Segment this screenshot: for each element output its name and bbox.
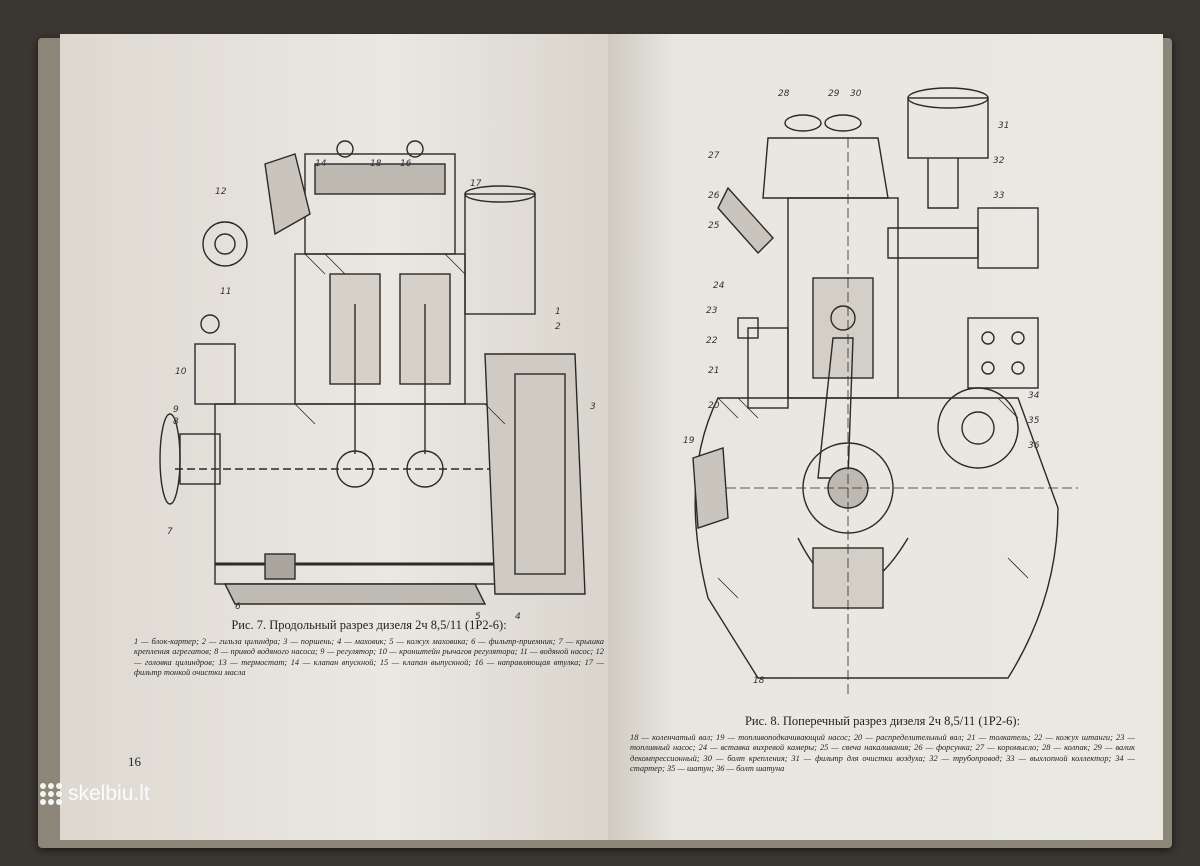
figure-7-legend: 1 — блок-картер; 2 — гильза цилиндра; 3 …: [134, 637, 604, 677]
watermark-logo-icon: [40, 783, 62, 805]
svg-text:24: 24: [713, 281, 725, 291]
svg-text:16: 16: [400, 159, 412, 169]
figure-8-title: Рис. 8. Поперечный разрез дизеля 2ч 8,5/…: [744, 714, 1021, 728]
svg-text:19: 19: [683, 436, 695, 446]
svg-text:21: 21: [708, 366, 719, 376]
page-number: 16: [128, 754, 141, 769]
svg-text:28: 28: [778, 89, 790, 99]
watermark: skelbiu.lt: [40, 782, 150, 806]
figure-8-labels: 28 29 30 31 27 32 26 33 25 24 23 22 21 2…: [683, 89, 1040, 686]
svg-text:29: 29: [828, 89, 840, 99]
svg-text:18: 18: [370, 159, 382, 169]
longitudinal-section-drawing: 12 14 18 16 17 11 1 2 10 9 8 3 7 6 5 4: [159, 140, 596, 622]
svg-text:34: 34: [1028, 391, 1040, 401]
svg-text:1: 1: [555, 307, 561, 317]
svg-text:12: 12: [215, 187, 227, 197]
figure-8-legend: 18 — коленчатый вал; 19 — топливоподкачи…: [630, 733, 1135, 773]
svg-text:35: 35: [1028, 416, 1040, 426]
figure-7-title: Рис. 7. Продольный разрез дизеля 2ч 8,5/…: [231, 618, 507, 632]
svg-text:30: 30: [850, 89, 862, 99]
svg-text:23: 23: [706, 306, 718, 316]
svg-text:18: 18: [753, 676, 765, 686]
figure-7-labels: 12 14 18 16 17 11 1 2 10 9 8 3 7 6 5 4: [167, 159, 596, 622]
figure-8-caption: Рис. 8. Поперечный разрез дизеля 2ч 8,5/…: [630, 714, 1135, 774]
svg-text:26: 26: [708, 191, 720, 201]
svg-text:27: 27: [708, 151, 720, 161]
svg-text:9: 9: [173, 405, 179, 415]
svg-text:36: 36: [1028, 441, 1040, 451]
svg-text:17: 17: [470, 179, 482, 189]
svg-text:25: 25: [708, 221, 720, 231]
svg-text:31: 31: [998, 121, 1009, 131]
watermark-text: skelbiu.lt: [68, 782, 150, 805]
svg-text:14: 14: [315, 159, 327, 169]
cross-section-drawing: 28 29 30 31 27 32 26 33 25 24 23 22 21 2…: [683, 87, 1078, 698]
svg-text:10: 10: [175, 367, 187, 377]
svg-text:5: 5: [475, 612, 481, 622]
svg-text:11: 11: [220, 287, 231, 297]
svg-text:22: 22: [706, 336, 718, 346]
svg-text:8: 8: [173, 417, 179, 427]
svg-text:7: 7: [167, 527, 173, 537]
svg-text:33: 33: [993, 191, 1005, 201]
svg-text:32: 32: [993, 156, 1005, 166]
svg-text:6: 6: [235, 602, 241, 612]
svg-text:4: 4: [515, 612, 521, 622]
figure-7-caption: Рис. 7. Продольный разрез дизеля 2ч 8,5/…: [134, 618, 604, 678]
svg-text:20: 20: [708, 401, 720, 411]
svg-text:3: 3: [590, 402, 596, 412]
right-page: 28 29 30 31 27 32 26 33 25 24 23 22 21 2…: [608, 34, 1163, 840]
left-page: 12 14 18 16 17 11 1 2 10 9 8 3 7 6 5 4 Р…: [60, 34, 608, 840]
svg-text:2: 2: [555, 322, 561, 332]
